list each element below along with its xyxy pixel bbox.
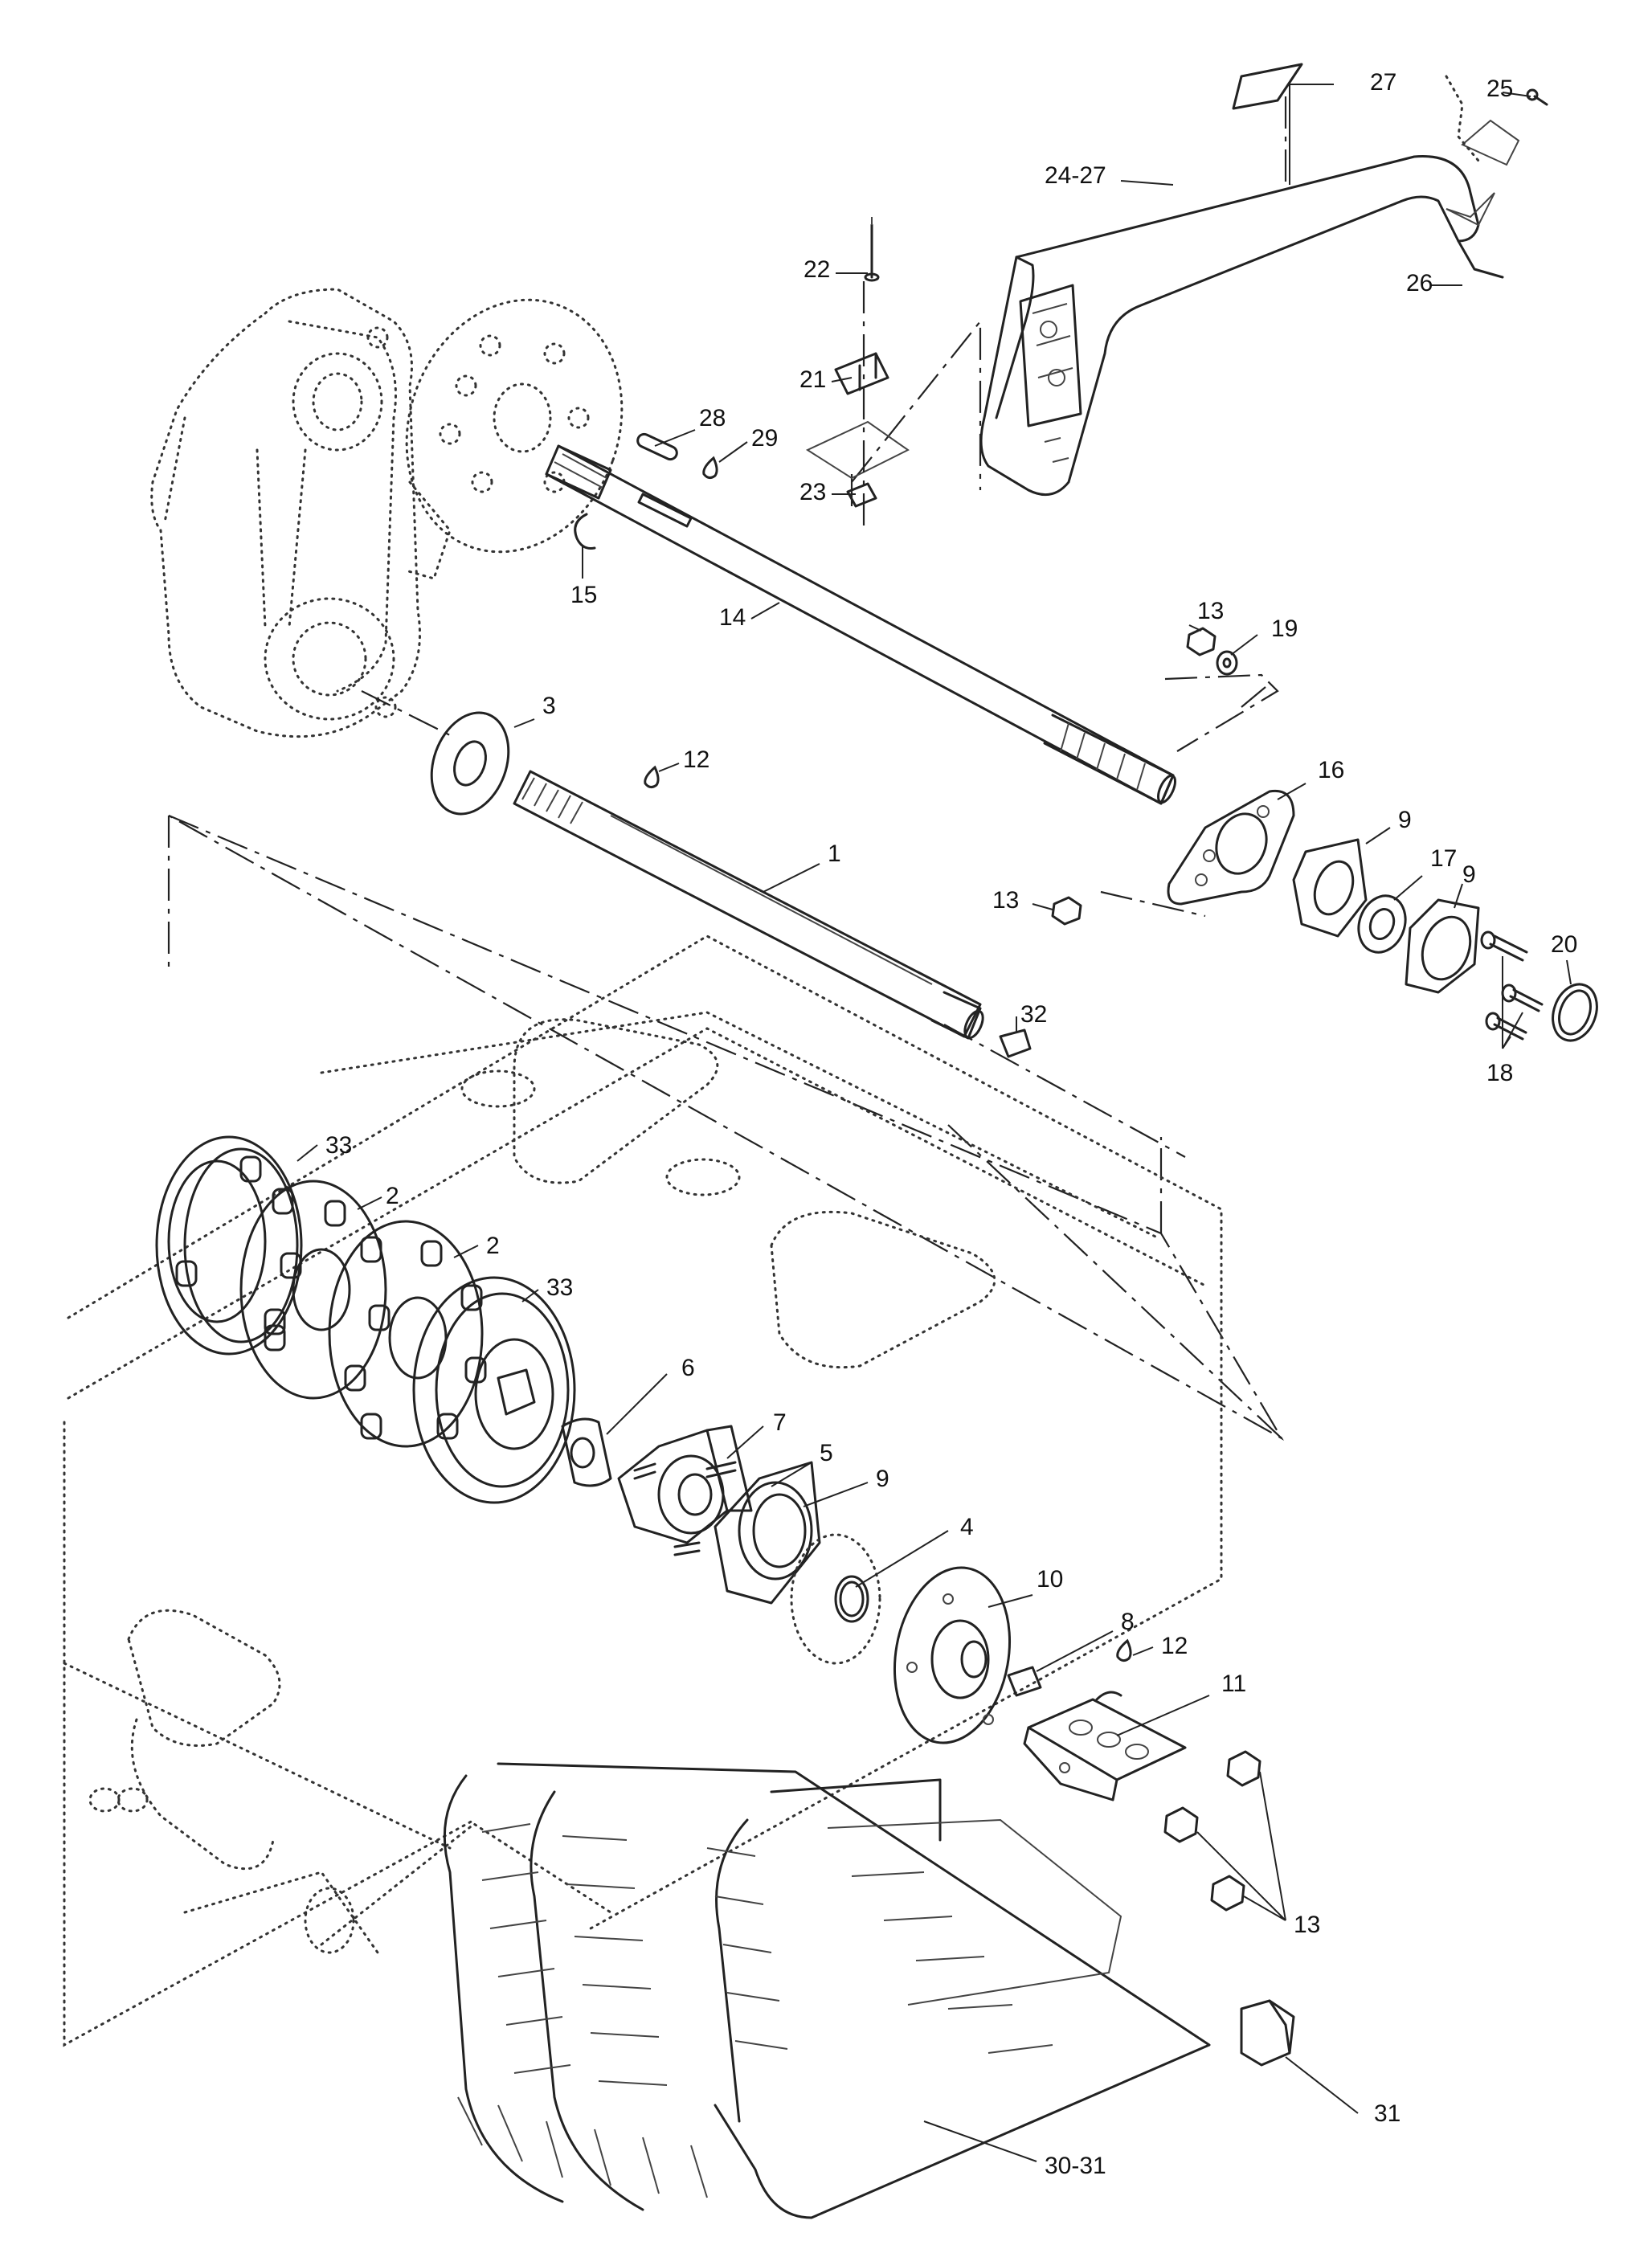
nut-13-lower-b (1163, 1806, 1199, 1843)
o-ring-4 (834, 1575, 869, 1623)
callout-33-inner: 33 (546, 1274, 573, 1301)
grease-drop-12a (644, 765, 660, 789)
chaincase-housing (150, 288, 452, 738)
callout-2-a: 2 (386, 1183, 399, 1209)
callout-9-lower: 9 (876, 1466, 889, 1492)
bearing-plate-16 (1167, 789, 1295, 906)
bracket-11 (1023, 1691, 1187, 1801)
flange-9b (1405, 898, 1480, 994)
grease-fitting-8 (1007, 1666, 1042, 1697)
callout-6: 6 (681, 1355, 695, 1381)
end-plate-10 (893, 1566, 1012, 1744)
callout-13-middle: 13 (992, 887, 1019, 914)
key-28 (636, 432, 678, 461)
callout-26: 26 (1406, 270, 1433, 296)
callout-21: 21 (799, 366, 826, 393)
sprocket-2a (239, 1180, 387, 1400)
sprocket-33-outer (155, 1135, 303, 1356)
sensor-bracket-21-23 (805, 217, 910, 530)
callout-7: 7 (773, 1409, 787, 1436)
drive-axle-1 (513, 770, 984, 1040)
grease-drop-29 (702, 456, 718, 480)
leader-lines (296, 84, 1572, 2162)
dotted-guide-ring (790, 1533, 881, 1665)
callout-28: 28 (699, 405, 726, 431)
callout-9-upper-b: 9 (1462, 861, 1476, 888)
callout-3: 3 (542, 693, 556, 719)
callout-4: 4 (960, 1514, 974, 1540)
callout-15: 15 (570, 582, 597, 608)
plug-32 (999, 1028, 1032, 1058)
callout-19: 19 (1271, 615, 1298, 642)
callout-labels: 27 25 24-27 26 22 21 28 29 23 15 14 13 1… (325, 69, 1577, 2179)
callout-25: 25 (1486, 76, 1513, 102)
callout-14: 14 (719, 604, 746, 631)
callout-9-upper-a: 9 (1398, 807, 1412, 833)
spacer-6 (561, 1417, 612, 1487)
nut-13-lower-a (1226, 1750, 1261, 1787)
callout-18: 18 (1486, 1060, 1513, 1086)
callout-30-31: 30-31 (1045, 2153, 1106, 2179)
callout-22: 22 (804, 256, 830, 283)
callout-10: 10 (1037, 1566, 1063, 1593)
callout-17: 17 (1430, 845, 1457, 872)
callout-29: 29 (751, 425, 778, 452)
spacer-washer-3 (430, 711, 510, 816)
nut-13-middle (1051, 896, 1082, 926)
washer-19 (1216, 650, 1238, 676)
bearing-17 (1357, 894, 1407, 954)
callout-20: 20 (1551, 931, 1577, 958)
callout-5: 5 (820, 1440, 833, 1466)
callout-27: 27 (1370, 69, 1396, 96)
callout-32: 32 (1020, 1001, 1047, 1028)
callout-33-outer: 33 (325, 1132, 352, 1159)
callout-8: 8 (1121, 1609, 1135, 1635)
studs-7 (633, 1461, 737, 1556)
nut-13-lower-c (1210, 1875, 1245, 1912)
callout-1: 1 (828, 840, 841, 867)
callout-13-upper: 13 (1197, 598, 1224, 624)
callout-16: 16 (1318, 757, 1344, 783)
clip-31 (1240, 1999, 1295, 2067)
assembly-boundary (167, 814, 1285, 1441)
bearing-housing-5 (617, 1425, 753, 1544)
sprocket-teeth (175, 1155, 487, 1440)
flange-9a (1292, 838, 1368, 938)
callout-23: 23 (799, 479, 826, 505)
flange-9c (714, 1461, 821, 1605)
callout-2-b: 2 (486, 1233, 500, 1259)
callout-12-upper: 12 (683, 746, 709, 773)
sprocket-33-inner (412, 1276, 576, 1504)
callout-11: 11 (1221, 1671, 1246, 1697)
seal-20 (1552, 983, 1598, 1042)
chassis-tunnel (63, 934, 1223, 2047)
circlip-15 (574, 513, 596, 550)
bolts-18 (1480, 930, 1544, 1041)
callout-31: 31 (1374, 2100, 1401, 2127)
callout-12-lower: 12 (1161, 1633, 1188, 1659)
drive-axle-14 (545, 444, 1177, 805)
guard-24-27 (979, 63, 1548, 497)
callout-13-lower: 13 (1294, 1912, 1320, 1938)
track-30-31 (443, 1762, 1211, 2219)
callout-24-27: 24-27 (1045, 162, 1106, 189)
nut-13-upper (1186, 627, 1217, 656)
grease-drop-12b (1116, 1638, 1132, 1662)
